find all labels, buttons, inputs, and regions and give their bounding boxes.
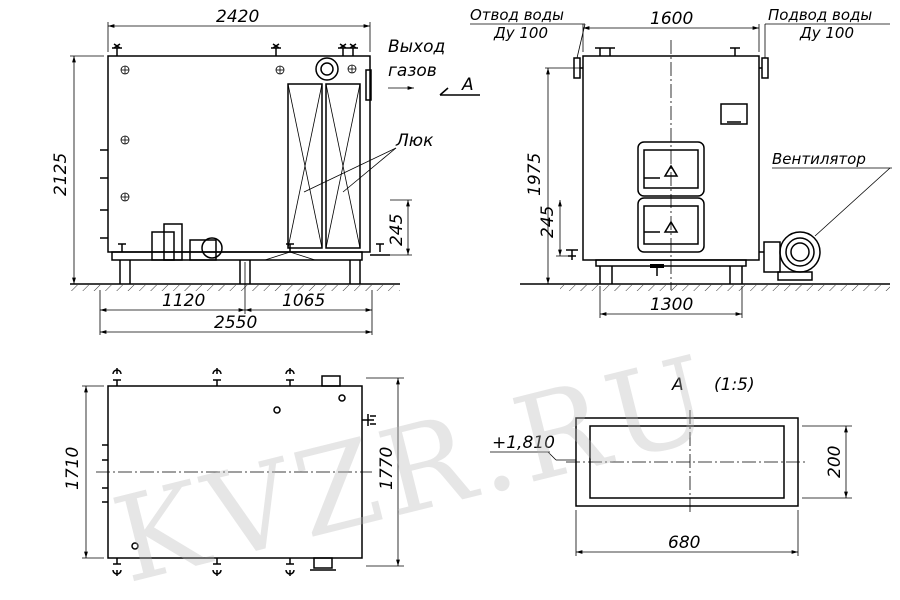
control-box: [720, 103, 748, 125]
fan-inner: [785, 237, 815, 267]
dim-label-side-elev: 245: [538, 206, 558, 238]
dim-label-width-top: 2420: [216, 7, 259, 27]
dim-label-detail-width: 680: [668, 533, 700, 553]
detail-scale: (1:5): [714, 375, 755, 395]
plan-side-fittings: [102, 444, 108, 503]
ground-hatch: [560, 285, 890, 291]
dim-label-elev: 245: [387, 214, 407, 246]
side-fittings: [100, 149, 108, 239]
label-gas-exit-2: газов: [388, 61, 437, 81]
fan-body: [163, 223, 183, 261]
hatch-leader: [342, 147, 397, 193]
leader-water-out: [576, 23, 586, 59]
valve-icon: [362, 414, 376, 426]
valve-icon: [112, 43, 358, 56]
hatch-door-right: [325, 83, 361, 249]
drain-valve-icon: [118, 243, 384, 252]
hatch-leader: [303, 147, 397, 193]
ground-hatch: [70, 285, 400, 291]
motor-end: [201, 237, 223, 259]
label-fan: Вентилятор: [772, 150, 866, 168]
label-gas-exit-1: Выход: [388, 37, 445, 57]
boiler-body: [107, 55, 371, 253]
plan-flange-top: [321, 375, 341, 387]
dim-label-plan-left: 1710: [63, 447, 83, 490]
firebox-door-lower: [637, 197, 705, 253]
label-water-out-2: Ду 100: [493, 24, 548, 42]
fan-housing: [151, 231, 175, 261]
plan-view: 1710 1770: [63, 368, 404, 576]
fan-hub: [790, 242, 810, 262]
hatch-door-left: [287, 83, 323, 249]
motor: [189, 239, 217, 261]
side-view: Отвод воды Ду 100 Подвод воды Ду 100 160…: [470, 6, 892, 318]
door-window: [663, 220, 679, 233]
plan-flange-bottom: [313, 557, 333, 569]
detail-a: А (1:5) +1,810 200 680: [490, 375, 852, 556]
label-view-a: А: [461, 75, 474, 95]
hatch-cross: [325, 83, 361, 249]
watermark: KVZR.RU: [101, 328, 728, 600]
door-window: [663, 164, 679, 177]
view-a-marker: [439, 87, 449, 96]
gas-pipe-stub: [365, 69, 372, 101]
fan-duct: [763, 241, 781, 273]
boiler-base: [595, 259, 747, 267]
plan-fitting: [338, 394, 346, 402]
dim-label-base-left: 1120: [162, 291, 205, 311]
base-brace: [264, 251, 316, 261]
firebox-door-upper: [637, 141, 705, 197]
firebox-door-upper-frame: [643, 149, 699, 189]
plan-fitting: [273, 406, 281, 414]
gas-exit-flange: [315, 57, 339, 81]
dim-label-base-right: 1065: [282, 291, 325, 311]
gas-exit-flange-inner: [320, 62, 334, 76]
label-water-in-1: Подвод воды: [768, 6, 872, 24]
water-in-flange: [761, 57, 769, 79]
dim-label-height: 2125: [51, 153, 71, 196]
drain-valve-icon: [566, 249, 578, 260]
fan-base: [777, 271, 813, 281]
inspection-port-icon: [120, 64, 357, 202]
dim-label-side-base: 1300: [650, 295, 693, 315]
front-view: 2420 2125 245 1120 1065 2550 Выход газов…: [51, 7, 480, 335]
detail-title: А: [671, 375, 684, 395]
leader-fan: [814, 167, 891, 237]
hatch-cross: [287, 83, 323, 249]
boiler-base: [111, 251, 363, 261]
elevation-tick: [547, 451, 557, 461]
label-water-out-1: Отвод воды: [470, 6, 564, 24]
anchor-bolt-icon: [112, 368, 295, 576]
dim-label-detail-height: 200: [825, 446, 845, 478]
plan-fitting: [131, 542, 139, 550]
dim-label-side-height: 1975: [525, 153, 545, 196]
label-hatch: Люк: [395, 131, 434, 151]
dim-label-side-width: 1600: [650, 9, 693, 29]
base-support: [650, 264, 664, 268]
valve-icon: [595, 47, 740, 56]
dim-label-total: 2550: [214, 313, 257, 333]
detail-elevation: +1,810: [492, 433, 555, 453]
label-water-in-2: Ду 100: [799, 24, 854, 42]
firebox-door-lower-frame: [643, 205, 699, 245]
dim-label-plan-right: 1770: [377, 447, 397, 490]
